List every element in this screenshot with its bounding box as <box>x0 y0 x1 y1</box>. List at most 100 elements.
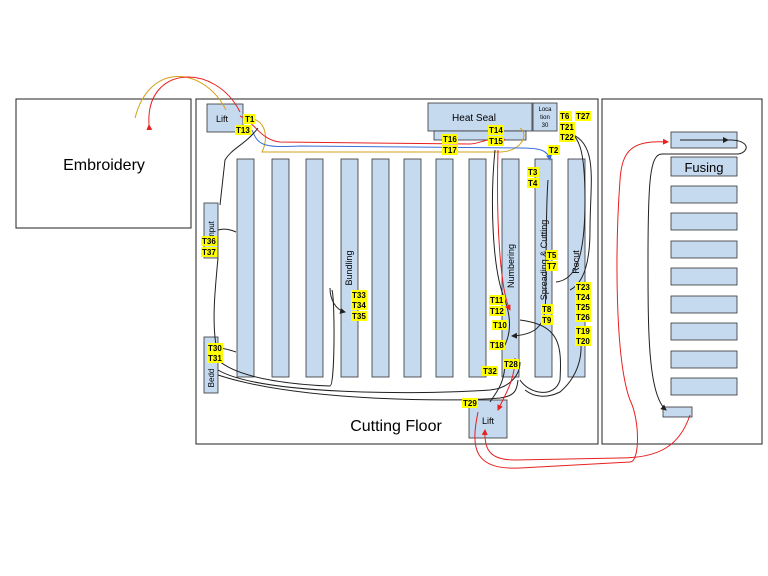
tag-t5: T5 <box>546 250 558 260</box>
tag-t16: T16 <box>442 134 458 144</box>
svg-text:T8: T8 <box>542 305 552 314</box>
cutting-table <box>371 158 390 378</box>
path-red-fusing-return <box>481 414 691 461</box>
tag-t20: T20 <box>575 336 591 346</box>
cutting-table <box>567 158 586 378</box>
tag-t30: T30 <box>207 343 223 353</box>
tag-t14: T14 <box>488 125 504 135</box>
tags: T1 T13 T16 T17 T14 T15 T6 T27 T21 T22 T2… <box>201 111 591 408</box>
svg-text:T30: T30 <box>208 344 222 353</box>
cutting-table <box>340 158 359 378</box>
svg-text:T22: T22 <box>560 133 574 142</box>
cutting-tables <box>236 158 586 378</box>
tag-t8: T8 <box>541 304 553 314</box>
path-red-lift-fusing <box>474 138 669 469</box>
fusing-tables <box>662 131 738 418</box>
svg-text:T31: T31 <box>208 354 222 363</box>
svg-text:T12: T12 <box>490 307 504 316</box>
tag-t7: T7 <box>546 261 558 271</box>
svg-text:T3: T3 <box>528 168 538 177</box>
svg-text:T35: T35 <box>352 312 366 321</box>
svg-text:T4: T4 <box>528 179 538 188</box>
path-black-bundling <box>329 287 346 314</box>
svg-text:T36: T36 <box>202 237 216 246</box>
tag-t25: T25 <box>575 302 591 312</box>
spreading-cutting-label: Spreading & Cutting <box>539 220 549 301</box>
fusing-table <box>670 185 738 204</box>
heat-seal-station: Heat Seal <box>427 102 533 141</box>
path-red-embroidery <box>146 76 241 131</box>
fusing-table <box>670 212 738 231</box>
tag-t37: T37 <box>201 247 217 257</box>
tag-t33: T33 <box>351 290 367 300</box>
svg-text:T17: T17 <box>443 146 457 155</box>
tag-t35: T35 <box>351 311 367 321</box>
path-black-left <box>219 127 259 206</box>
svg-text:T13: T13 <box>236 126 250 135</box>
tag-t11: T11 <box>489 295 505 305</box>
fusing-table <box>670 295 738 314</box>
tag-t23: T23 <box>575 282 591 292</box>
bundling-label: Bundling <box>344 250 354 285</box>
cutting-table <box>468 158 487 378</box>
lift-bottom-label: Lift <box>482 416 495 426</box>
path-black-left-down <box>213 257 219 346</box>
tag-t10: T10 <box>492 320 508 330</box>
svg-text:T7: T7 <box>547 262 557 271</box>
svg-text:T32: T32 <box>483 367 497 376</box>
cutting-table <box>403 158 422 378</box>
svg-text:T23: T23 <box>576 283 590 292</box>
tag-t1: T1 <box>243 114 255 124</box>
location-30-station: Loca tion 30 <box>532 102 558 132</box>
fusing-table <box>670 267 738 286</box>
path-blue-top <box>251 129 552 161</box>
path-black-right-5 <box>524 329 582 397</box>
svg-text:T14: T14 <box>489 126 503 135</box>
tag-t29: T29 <box>462 398 478 408</box>
path-orange-top <box>245 117 525 153</box>
svg-text:T5: T5 <box>547 251 557 260</box>
cutting-table <box>435 158 454 378</box>
svg-text:T24: T24 <box>576 293 590 302</box>
cutting-table <box>305 158 324 378</box>
tag-t31: T31 <box>207 353 223 363</box>
numbering-label: Numbering <box>506 244 516 288</box>
cutting-table <box>236 158 255 378</box>
fusing-title-box: Fusing <box>670 156 738 177</box>
cutting-floor-label: Cutting Floor <box>350 418 442 435</box>
svg-text:T28: T28 <box>504 360 518 369</box>
svg-text:T33: T33 <box>352 291 366 300</box>
svg-text:T27: T27 <box>576 112 590 121</box>
path-black-right-1 <box>564 131 592 291</box>
tag-t13: T13 <box>235 125 251 135</box>
path-black-bottom3 <box>217 374 519 401</box>
tag-t3: T3 <box>527 167 539 177</box>
fusing-table <box>670 377 738 396</box>
cutting-table <box>271 158 290 378</box>
svg-text:T16: T16 <box>443 135 457 144</box>
tag-t24: T24 <box>575 292 591 302</box>
fusing-table <box>670 240 738 259</box>
path-orange-embroidery <box>134 76 227 119</box>
recut-label: Recut <box>571 250 581 274</box>
input-label: Input <box>207 220 216 239</box>
path-red-numbering <box>497 149 511 311</box>
tag-t34: T34 <box>351 300 367 310</box>
svg-text:T29: T29 <box>463 399 477 408</box>
path-black-numbering <box>491 149 510 346</box>
tag-t12: T12 <box>489 306 505 316</box>
svg-text:T34: T34 <box>352 301 366 310</box>
svg-text:T19: T19 <box>576 327 590 336</box>
tag-t18: T18 <box>489 340 505 350</box>
tag-t17: T17 <box>442 145 458 155</box>
svg-text:T1: T1 <box>245 115 255 124</box>
tag-t36: T36 <box>201 236 217 246</box>
svg-text:T25: T25 <box>576 303 590 312</box>
svg-text:T21: T21 <box>560 123 574 132</box>
location-label-line1: Loca <box>538 107 552 113</box>
path-black-fusing <box>647 139 747 411</box>
fusing-outlet-table <box>662 406 693 418</box>
svg-text:T18: T18 <box>490 341 504 350</box>
svg-text:T9: T9 <box>542 316 552 325</box>
